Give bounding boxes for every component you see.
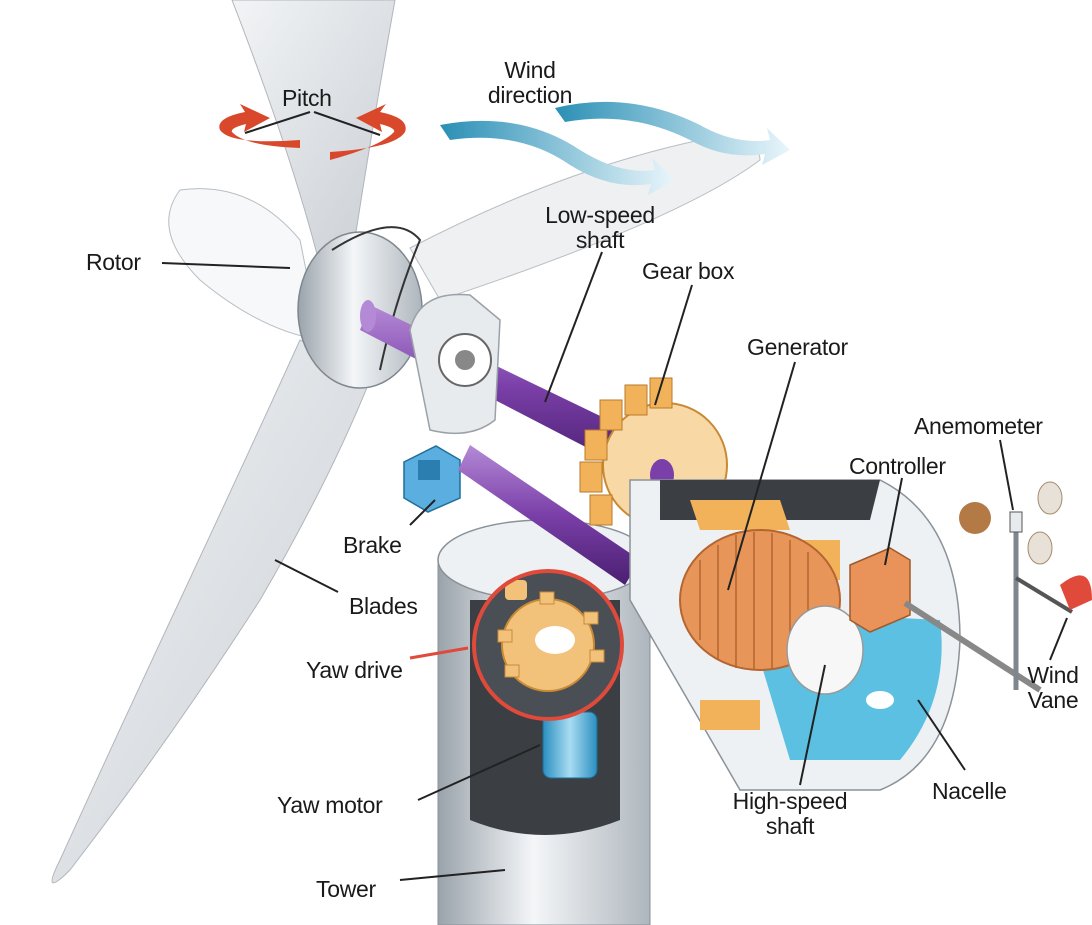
leader-anemometer: [999, 439, 1014, 511]
label-anemometer: Anemometer: [914, 413, 1043, 439]
label-low-speed-shaft: Low-speed shaft: [535, 203, 665, 253]
label-generator: Generator: [747, 334, 848, 360]
anemometer-shape: [959, 481, 1063, 690]
label-yaw-drive: Yaw drive: [306, 657, 403, 683]
leader-controller: [884, 477, 903, 566]
leader-generator: [727, 361, 796, 591]
pitch-arrows-shape: [219, 104, 406, 160]
label-rotor: Rotor: [86, 249, 141, 275]
label-wind-vane-line2: Vane: [1027, 687, 1079, 713]
leader-high-speed-shaft: [799, 664, 826, 786]
brake-shape: [403, 445, 461, 513]
label-high-speed-shaft: High-speed shaft: [725, 789, 855, 839]
label-controller: Controller: [849, 453, 946, 479]
label-wind-direction: Wind direction: [470, 58, 590, 108]
label-nacelle: Nacelle: [932, 778, 1007, 804]
leader-tower: [399, 869, 506, 881]
label-blades: Blades: [349, 593, 418, 619]
generator-shape: [679, 500, 864, 730]
bearing-plate-shape: [409, 293, 501, 435]
label-low-speed-shaft-line2: shaft: [575, 227, 625, 253]
leader-gear-box: [654, 284, 693, 406]
leader-low-speed-shaft: [544, 251, 603, 403]
label-wind-vane-line1: Wind: [1027, 662, 1079, 688]
leader-brake: [409, 499, 436, 526]
label-wind-direction-line2: direction: [487, 82, 573, 108]
yaw-drive-shape: [472, 569, 624, 721]
leader-rotor: [161, 262, 291, 269]
label-yaw-motor: Yaw motor: [277, 792, 383, 818]
leader-nacelle: [917, 699, 966, 771]
label-low-speed-shaft-line1: Low-speed: [545, 202, 655, 228]
label-high-speed-shaft-line1: High-speed: [732, 788, 848, 814]
leader-wind-vane: [1049, 617, 1068, 661]
label-gear-box: Gear box: [642, 258, 735, 284]
wind-arrows-shape: [440, 101, 790, 195]
label-pitch: Pitch: [282, 85, 332, 111]
leader-yaw-motor: [417, 744, 541, 801]
label-brake: Brake: [343, 532, 402, 558]
wind-vane-shape: [1014, 575, 1092, 614]
label-high-speed-shaft-line2: shaft: [765, 813, 815, 839]
leader-yaw-drive: [409, 646, 469, 660]
leader-lines: [161, 251, 1068, 881]
label-tower: Tower: [316, 876, 376, 902]
leader-blades: [274, 559, 339, 593]
label-wind-vane: Wind Vane: [1018, 663, 1088, 713]
label-wind-direction-line1: Wind: [504, 57, 556, 83]
